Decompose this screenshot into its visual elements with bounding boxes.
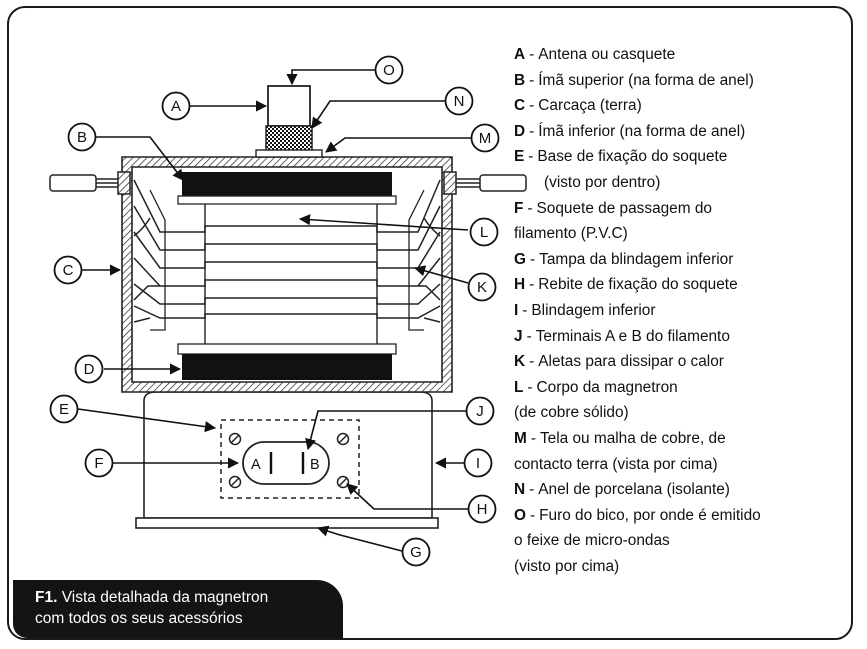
callout-bubbles: [49, 55, 500, 567]
callout-labels: A O N M B C L K D E F J I H G: [59, 62, 491, 561]
legend-item: A-Antena ou casquete: [514, 46, 676, 63]
callout-l: L: [480, 224, 488, 241]
legend-item: G-Tampa da blindagem inferior: [514, 250, 734, 268]
callout-leaders: [77, 69, 472, 552]
legend-item: F-Soquete de passagem do: [514, 199, 712, 217]
copper-mesh: [255, 149, 323, 158]
legend-item-continued: (visto por dentro): [544, 173, 661, 191]
legend-item-continued: (de cobre sólido): [514, 404, 629, 422]
legend-item-continued: o feixe de micro-ondas: [514, 532, 670, 550]
legend-item-continued: contacto terra (vista por cima): [514, 455, 718, 473]
legend-item: O-Furo do bico, por onde é emitido: [514, 506, 761, 524]
callout-a: A: [171, 98, 181, 115]
legend-item: L-Corpo da magnetron: [514, 378, 678, 396]
figure-caption: F1. Vista detalhada da magnetron com tod…: [13, 580, 343, 638]
callout-d: D: [84, 361, 95, 378]
terminal-b-label: B: [310, 457, 320, 473]
antenna-cap: [267, 85, 311, 127]
lower-shield-cover: [135, 517, 439, 529]
side-fin-blocks: [149, 189, 425, 331]
legend-item-continued: filamento (P.V.C): [514, 225, 628, 243]
callout-n: N: [454, 93, 465, 110]
upper-magnet: [182, 172, 392, 196]
callout-e: E: [59, 401, 69, 418]
legend-item: B-Ímã superior (na forma de anel): [514, 71, 754, 89]
upper-magnet-plate: [177, 195, 397, 205]
caption-text-1: Vista detalhada da magnetron: [61, 589, 269, 606]
socket-rivets: [228, 432, 350, 489]
legend-item: J-Terminais A e B do filamento: [514, 327, 730, 345]
legend-item: H-Rebite de fixação do soquete: [514, 276, 738, 294]
legend-item: M-Tela ou malha de cobre, de: [514, 429, 726, 447]
cooling-fins: [133, 179, 441, 323]
legend-item-continued: (visto por cima): [514, 557, 620, 575]
callout-i: I: [476, 455, 480, 472]
figure-number: F1.: [35, 589, 58, 606]
callout-f: F: [94, 455, 103, 472]
caption-line-2: com todos os seus acessórios: [35, 610, 243, 627]
legend-item: D-Ímã inferior (na forma de anel): [514, 122, 746, 140]
callout-b: B: [77, 129, 87, 146]
legend-item: K-Aletas para dissipar o calor: [514, 353, 724, 371]
callout-h: H: [477, 501, 488, 518]
magnetron-body: [204, 197, 378, 351]
lower-magnet: [182, 354, 392, 380]
callout-o: O: [383, 62, 395, 79]
callout-j: J: [476, 403, 484, 420]
callout-k: K: [477, 279, 487, 296]
figure-frame: [7, 6, 853, 640]
legend-item: E-Base de fixação do soquete: [514, 148, 728, 166]
left-connector: [49, 171, 131, 195]
right-connector: [443, 171, 527, 195]
legend-item: N-Anel de porcelana (isolante): [514, 481, 730, 499]
callout-g: G: [410, 544, 422, 561]
callout-m: M: [479, 130, 492, 147]
callout-c: C: [63, 262, 74, 279]
terminal-a-label: A: [251, 457, 261, 473]
socket: [242, 441, 330, 485]
legend: A-Antena ou casquete B-Ímã superior (na …: [514, 42, 859, 579]
housing: [121, 156, 453, 393]
lower-magnet-plate: [177, 343, 397, 355]
caption-line-1: F1. Vista detalhada da magnetron: [35, 587, 333, 608]
legend-item: C-Carcaça (terra): [514, 97, 642, 115]
legend-item: I-Blindagem inferior: [514, 301, 656, 319]
